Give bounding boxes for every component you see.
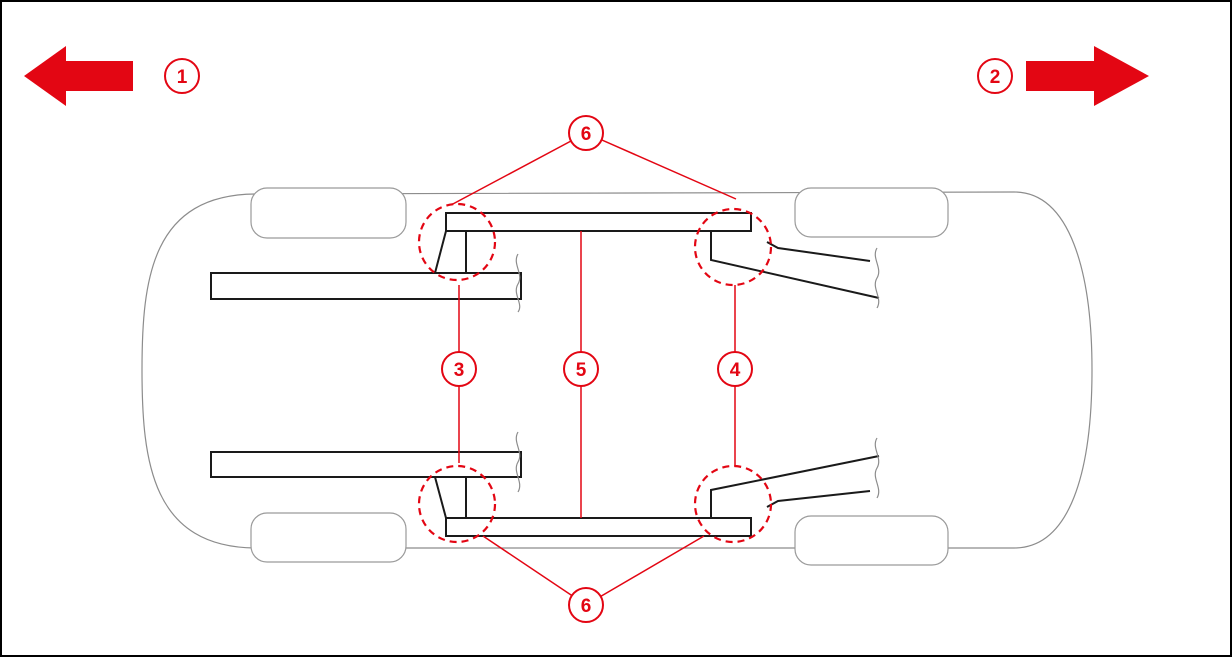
callout-6-top: 6 bbox=[568, 115, 604, 151]
wheel-rear-left bbox=[794, 187, 949, 238]
highlight-rear-upper bbox=[693, 207, 773, 287]
arrow-left-icon bbox=[24, 46, 133, 106]
callout-1: 1 bbox=[164, 58, 200, 94]
side-sill-lower bbox=[445, 517, 752, 537]
callout-5: 5 bbox=[563, 351, 599, 387]
callout-5-label: 5 bbox=[576, 360, 587, 381]
break-line-front-upper bbox=[515, 253, 521, 313]
wheel-front-left bbox=[250, 187, 407, 239]
callout-2: 2 bbox=[977, 58, 1013, 94]
front-connection-lower bbox=[434, 476, 467, 519]
rear-member-upper bbox=[710, 231, 880, 299]
side-sill-upper bbox=[445, 212, 752, 232]
wheel-rear-right bbox=[794, 515, 949, 566]
callout-6-bottom-label: 6 bbox=[581, 596, 592, 617]
front-member-upper bbox=[210, 272, 522, 300]
callout-3: 3 bbox=[441, 351, 477, 387]
callout-1-label: 1 bbox=[177, 67, 188, 88]
callout-4-label: 4 bbox=[730, 360, 741, 381]
callout-2-label: 2 bbox=[990, 67, 1001, 88]
leader-6-top bbox=[450, 132, 737, 206]
wheel-front-right bbox=[250, 512, 407, 563]
callout-6-bottom: 6 bbox=[568, 587, 604, 623]
break-line-front-lower bbox=[515, 431, 521, 493]
leader-lines bbox=[450, 132, 737, 606]
callout-6-top-label: 6 bbox=[581, 124, 592, 145]
callout-3-label: 3 bbox=[454, 360, 465, 381]
highlight-front-upper bbox=[417, 202, 497, 282]
callout-4: 4 bbox=[717, 351, 753, 387]
front-connection-upper bbox=[434, 230, 467, 274]
break-line-rear-upper bbox=[874, 247, 880, 309]
break-line-rear-lower bbox=[874, 437, 880, 499]
arrow-right-icon bbox=[1026, 46, 1149, 106]
leader-6-bottom bbox=[482, 535, 705, 606]
highlight-front-lower bbox=[417, 464, 497, 544]
highlight-rear-lower bbox=[693, 464, 773, 544]
car-body-outline bbox=[141, 191, 1093, 549]
front-member-lower bbox=[210, 451, 522, 478]
